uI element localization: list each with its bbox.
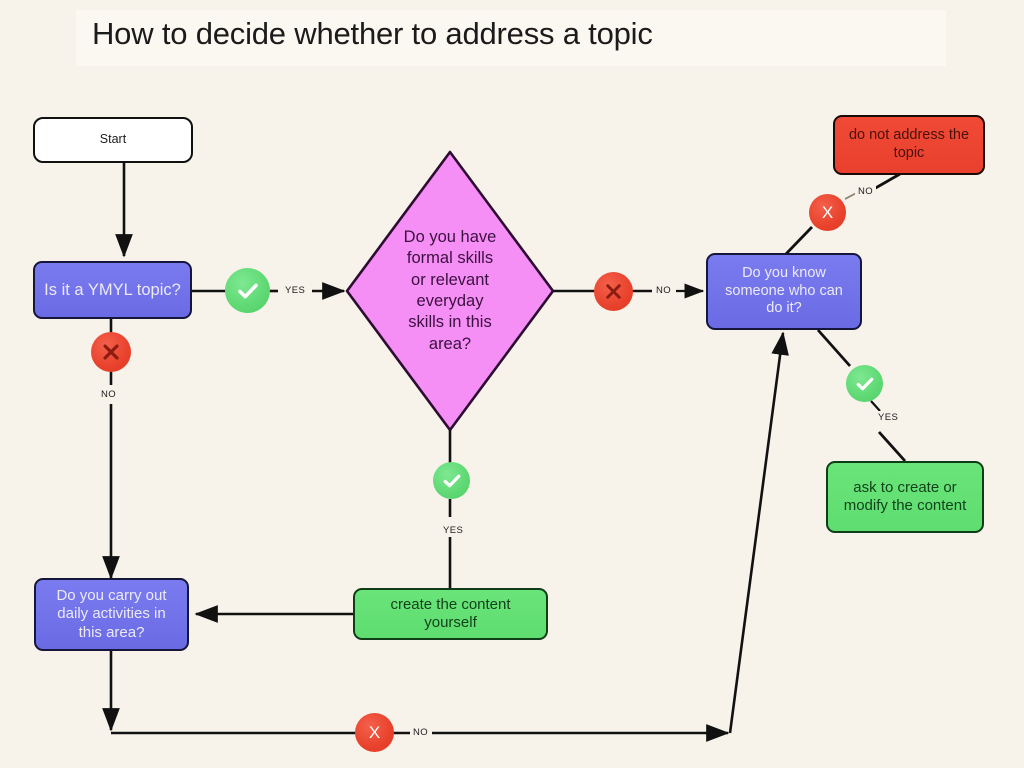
check-icon xyxy=(856,377,873,390)
edge-label-know-yes: YES xyxy=(875,411,902,424)
node-create-content-label: create the content yourself xyxy=(390,595,511,631)
edge-label-skills-no: NO xyxy=(653,284,675,297)
marker-ymyl-no[interactable] xyxy=(91,332,131,372)
node-daily-activities[interactable]: Do you carry out daily activities in thi… xyxy=(34,578,189,651)
skills-line-5: skills in this xyxy=(408,313,492,332)
node-know-someone-label: Do you know someone who can do it? xyxy=(725,264,843,317)
cross-icon xyxy=(103,344,119,360)
node-daily-activities-label: Do you carry out daily activities in thi… xyxy=(56,587,167,641)
node-ask-create-modify[interactable]: ask to create or modify the content xyxy=(826,461,984,533)
marker-daily-no[interactable]: X xyxy=(355,713,394,752)
edge-label-ymyl-no: NO xyxy=(98,388,120,401)
node-start[interactable]: Start xyxy=(33,117,193,163)
marker-skills-no[interactable] xyxy=(594,272,633,311)
edge-bottom-to-know-someone xyxy=(728,331,789,734)
node-ymyl-topic-label: Is it a YMYL topic? xyxy=(44,280,181,299)
node-ymyl-topic[interactable]: Is it a YMYL topic? xyxy=(33,261,192,319)
marker-skills-yes[interactable] xyxy=(433,462,470,499)
node-start-label: Start xyxy=(99,132,127,147)
page-title: How to decide whether to address a topic xyxy=(92,16,653,51)
edge-know-yes-a xyxy=(816,329,852,367)
skills-line-6: area? xyxy=(428,334,472,353)
skills-line-2: formal skills xyxy=(406,249,494,268)
edge-label-skills-yes: YES xyxy=(440,524,467,537)
node-skills-decision-label: Do you have formal skills or relevant ev… xyxy=(347,152,553,430)
edge-label-know-no: NO xyxy=(855,185,877,198)
edge-know-yes-b xyxy=(870,400,881,412)
node-do-not-address-label: do not address the topic xyxy=(848,127,970,161)
edge-know-no-c xyxy=(871,172,901,192)
node-create-content[interactable]: create the content yourself xyxy=(353,588,548,640)
check-icon xyxy=(443,474,460,487)
edge-label-ymyl-yes: YES xyxy=(282,284,309,297)
marker-know-someone-yes[interactable] xyxy=(846,365,883,402)
marker-daily-no-glyph: X xyxy=(368,722,381,742)
cross-icon xyxy=(606,284,621,299)
marker-know-someone-no[interactable]: X xyxy=(809,194,846,231)
marker-know-someone-no-glyph: X xyxy=(821,202,834,222)
node-skills-decision[interactable]: Do you have formal skills or relevant ev… xyxy=(347,152,553,430)
node-do-not-address[interactable]: do not address the topic xyxy=(833,115,985,175)
skills-line-4: everyday xyxy=(416,292,484,310)
marker-ymyl-yes[interactable] xyxy=(225,268,270,313)
title-band xyxy=(76,10,946,66)
edge-label-daily-no: NO xyxy=(410,726,432,739)
edge-know-no-a xyxy=(782,226,814,257)
skills-line-3: or relevant xyxy=(411,270,489,289)
edge-know-yes-c xyxy=(877,431,907,462)
node-ask-create-modify-label: ask to create or modify the content xyxy=(843,478,967,514)
node-know-someone[interactable]: Do you know someone who can do it? xyxy=(706,253,862,330)
check-icon xyxy=(237,283,258,298)
skills-line-1: Do you have xyxy=(403,227,497,246)
